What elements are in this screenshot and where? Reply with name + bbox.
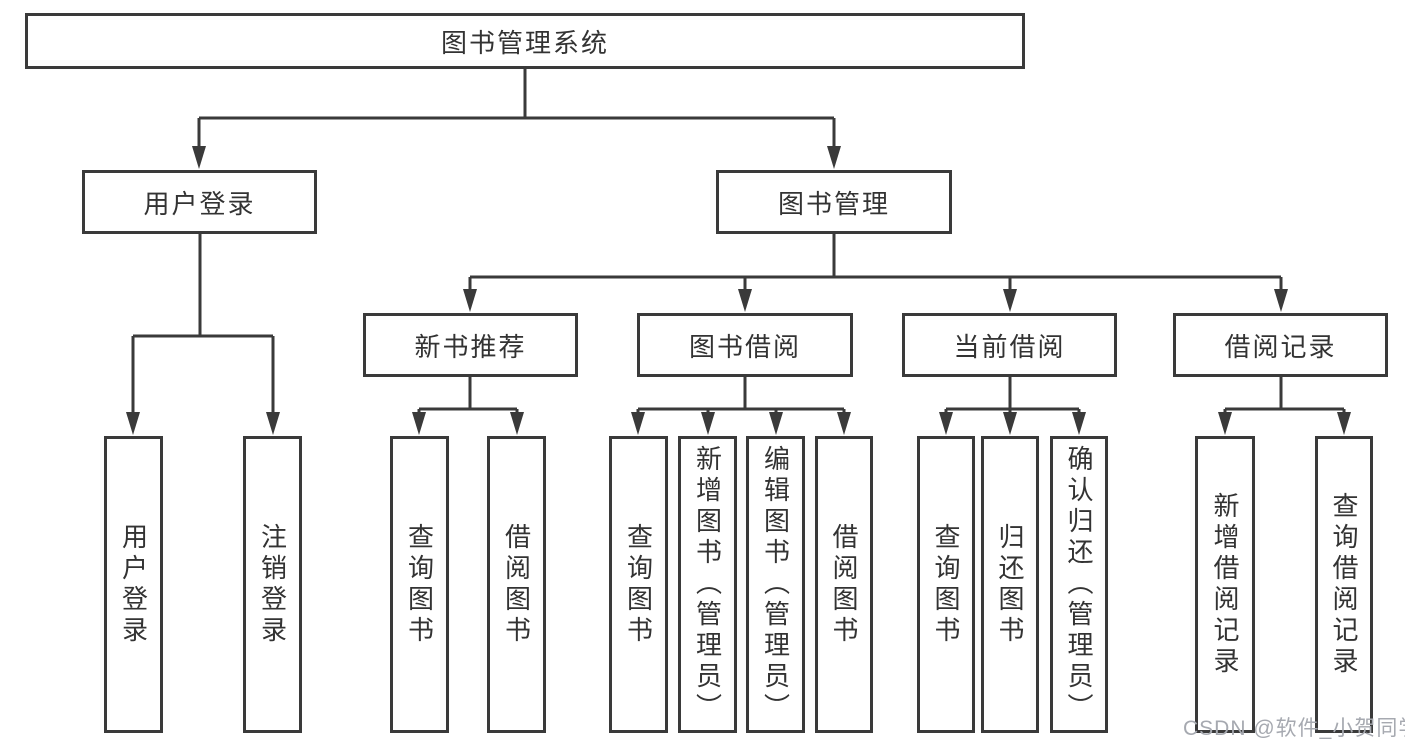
- node-book-borrow-label: 图书借阅: [688, 331, 801, 362]
- leaf-user-login-label: 用户登录: [118, 522, 149, 647]
- node-new-book-recommend-label: 新书推荐: [414, 331, 527, 362]
- leaf-return-book-label: 归还图书: [995, 522, 1025, 647]
- node-root-label: 图书管理系统: [440, 27, 609, 58]
- leaf-confirm-return-admin: 确认归还（管理员）: [1050, 436, 1108, 733]
- leaf-logout-label: 注销登录: [257, 522, 288, 647]
- leaf-borrow-books-1-label: 借阅图书: [501, 522, 532, 647]
- leaf-query-books-1: 查询图书: [390, 436, 449, 733]
- leaf-confirm-return-admin-label: 确认归还（管理员）: [1064, 445, 1094, 724]
- leaf-query-books-2-label: 查询图书: [623, 522, 654, 647]
- node-borrow-records-label: 借阅记录: [1224, 331, 1337, 362]
- leaf-add-book-admin: 新增图书（管理员）: [678, 436, 737, 733]
- node-current-borrow: 当前借阅: [902, 313, 1117, 377]
- leaf-add-borrow-record-label: 新增借阅记录: [1210, 491, 1240, 678]
- node-new-book-recommend: 新书推荐: [363, 313, 578, 377]
- node-current-borrow-label: 当前借阅: [953, 331, 1066, 362]
- leaf-query-books-2: 查询图书: [609, 436, 668, 733]
- node-user-login: 用户登录: [82, 170, 317, 234]
- leaf-borrow-books-2-label: 借阅图书: [829, 522, 859, 647]
- leaf-query-borrow-record: 查询借阅记录: [1315, 436, 1373, 733]
- node-borrow-records: 借阅记录: [1173, 313, 1388, 377]
- leaf-user-login: 用户登录: [104, 436, 163, 733]
- leaf-query-borrow-record-label: 查询借阅记录: [1329, 491, 1359, 678]
- node-user-login-label: 用户登录: [143, 188, 256, 219]
- leaf-add-book-admin-label: 新增图书（管理员）: [692, 445, 723, 724]
- leaf-query-books-1-label: 查询图书: [404, 522, 435, 647]
- leaf-query-books-3: 查询图书: [917, 436, 975, 733]
- leaf-add-borrow-record: 新增借阅记录: [1195, 436, 1255, 733]
- leaf-edit-book-admin-label: 编辑图书（管理员）: [760, 445, 791, 724]
- leaf-query-books-3-label: 查询图书: [931, 522, 961, 647]
- node-book-management: 图书管理: [716, 170, 952, 234]
- node-root: 图书管理系统: [25, 13, 1025, 69]
- csdn-watermark: CSDN @软件_小贺同学: [1183, 717, 1405, 740]
- node-book-management-label: 图书管理: [777, 188, 890, 219]
- leaf-edit-book-admin: 编辑图书（管理员）: [746, 436, 805, 733]
- leaf-logout: 注销登录: [243, 436, 302, 733]
- leaf-return-book: 归还图书: [981, 436, 1039, 733]
- node-book-borrow: 图书借阅: [637, 313, 853, 377]
- leaf-borrow-books-2: 借阅图书: [815, 436, 873, 733]
- leaf-borrow-books-1: 借阅图书: [487, 436, 546, 733]
